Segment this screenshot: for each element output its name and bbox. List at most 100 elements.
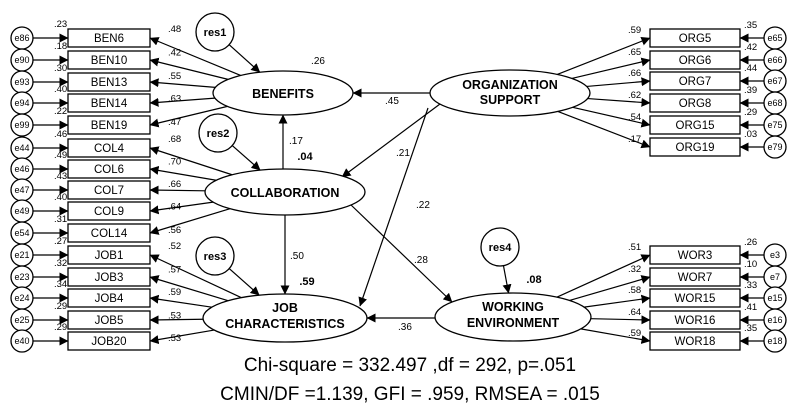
indicator-box xyxy=(649,331,741,351)
item-r2: .34 xyxy=(54,279,67,290)
item-r2: .44 xyxy=(744,63,757,74)
benefits-loading-arrow-ben6 xyxy=(149,37,241,77)
indicator-label: BEN14 xyxy=(91,98,128,110)
indicator-label: WOR3 xyxy=(678,250,713,262)
work-loading-arrow-wor18 xyxy=(580,328,651,344)
item-r2: .40 xyxy=(54,192,67,203)
arrow-org-to-collab xyxy=(341,103,441,178)
item-loading: .42 xyxy=(168,48,181,59)
item-r2: .30 xyxy=(54,63,67,74)
org-loading-arrow-org19 xyxy=(557,110,651,149)
error-label: e49 xyxy=(14,206,29,216)
error-label: e3 xyxy=(770,250,780,260)
res3-arrow xyxy=(228,268,260,296)
path-collab-to-benefits: .17 xyxy=(289,136,303,147)
indicator-box xyxy=(67,310,151,330)
indicator-box xyxy=(67,180,151,200)
work-loading-arrow-wor7 xyxy=(569,275,651,302)
item-loading: .68 xyxy=(168,134,181,145)
indicator-box xyxy=(67,72,151,92)
error-label: e18 xyxy=(767,336,782,346)
indicator-label: ORG8 xyxy=(679,98,712,110)
benefits-loading-arrow-ben10 xyxy=(149,57,229,80)
path-org-to-benefits: .45 xyxy=(385,96,399,107)
indicator-box xyxy=(649,288,741,308)
benefits-loading-arrow-ben13 xyxy=(149,78,216,88)
latent-org-support-label-2: SUPPORT xyxy=(480,93,541,107)
error-label: e86 xyxy=(14,33,29,43)
indicator-box xyxy=(67,267,151,287)
res4-arrow xyxy=(502,265,512,294)
latent-benefits-label: BENEFITS xyxy=(252,87,314,101)
work-loading-arrow-wor15 xyxy=(584,294,651,308)
error-label: e75 xyxy=(767,120,782,130)
item-loading: .62 xyxy=(628,90,641,101)
item-r2: .49 xyxy=(54,150,67,161)
collab-loading-arrow-col14 xyxy=(149,208,231,235)
item-loading: .70 xyxy=(168,157,181,168)
r2-benefits: .26 xyxy=(311,56,325,67)
latent-org-support-label-1: ORGANIZATION xyxy=(462,78,558,92)
benefits-loading-arrow-ben14 xyxy=(149,97,215,107)
error-label: e23 xyxy=(14,272,29,282)
indicator-label: WOR16 xyxy=(675,315,716,327)
path-org-to-job: .22 xyxy=(416,200,430,211)
latent-collaboration-label: COLLABORATION xyxy=(231,186,340,200)
item-r2: .32 xyxy=(54,258,67,269)
error-label: e7 xyxy=(770,272,780,282)
error-label: e47 xyxy=(14,185,29,195)
job-loading-arrow-job20 xyxy=(149,329,215,345)
path-collab-to-work: .28 xyxy=(414,255,428,266)
indicator-box xyxy=(649,115,741,135)
latent-work-label-2: ENVIRONMENT xyxy=(467,316,560,330)
item-loading: .48 xyxy=(168,24,181,35)
indicator-label: JOB20 xyxy=(91,336,126,348)
res2-arrow xyxy=(231,145,261,171)
item-loading: .54 xyxy=(628,112,641,123)
path-work-to-job: .36 xyxy=(398,322,412,333)
item-loading: .63 xyxy=(168,94,181,105)
r2-working-environment: .08 xyxy=(526,274,541,286)
item-loading: .64 xyxy=(168,202,181,213)
item-loading: .53 xyxy=(168,311,181,322)
item-loading: .32 xyxy=(628,264,641,275)
indicator-label: JOB5 xyxy=(95,315,124,327)
indicator-label: ORG19 xyxy=(676,142,715,154)
residual-res4: res4 xyxy=(480,227,520,267)
error-label: e79 xyxy=(767,142,782,152)
indicator-box xyxy=(649,50,741,70)
item-loading: .51 xyxy=(628,242,641,253)
work-loading-arrow-wor16 xyxy=(590,315,651,325)
indicator-box xyxy=(67,50,151,70)
error-label: e15 xyxy=(767,293,782,303)
edges-layer xyxy=(149,36,651,345)
residual-res4-label: res4 xyxy=(489,242,513,254)
r2-job-characteristics: .59 xyxy=(299,276,314,288)
item-r2: .03 xyxy=(744,129,757,140)
item-loading: .59 xyxy=(628,328,641,339)
indicator-label: WOR7 xyxy=(678,272,713,284)
residual-res1: res1 xyxy=(195,12,235,52)
item-r2: .26 xyxy=(744,237,757,248)
error-label: e67 xyxy=(767,76,782,86)
error-label: e46 xyxy=(14,164,29,174)
item-r2: .39 xyxy=(744,85,757,96)
error-label: e93 xyxy=(14,77,29,87)
error-label: e21 xyxy=(14,250,29,260)
indicator-box xyxy=(649,71,741,91)
item-r2: .31 xyxy=(54,214,67,225)
work-loading-arrow-wor3 xyxy=(556,254,651,298)
item-loading: .66 xyxy=(168,179,181,190)
error-label: e16 xyxy=(767,315,782,325)
indicator-label: JOB1 xyxy=(95,250,124,262)
job-loading-arrow-job5 xyxy=(149,315,204,325)
